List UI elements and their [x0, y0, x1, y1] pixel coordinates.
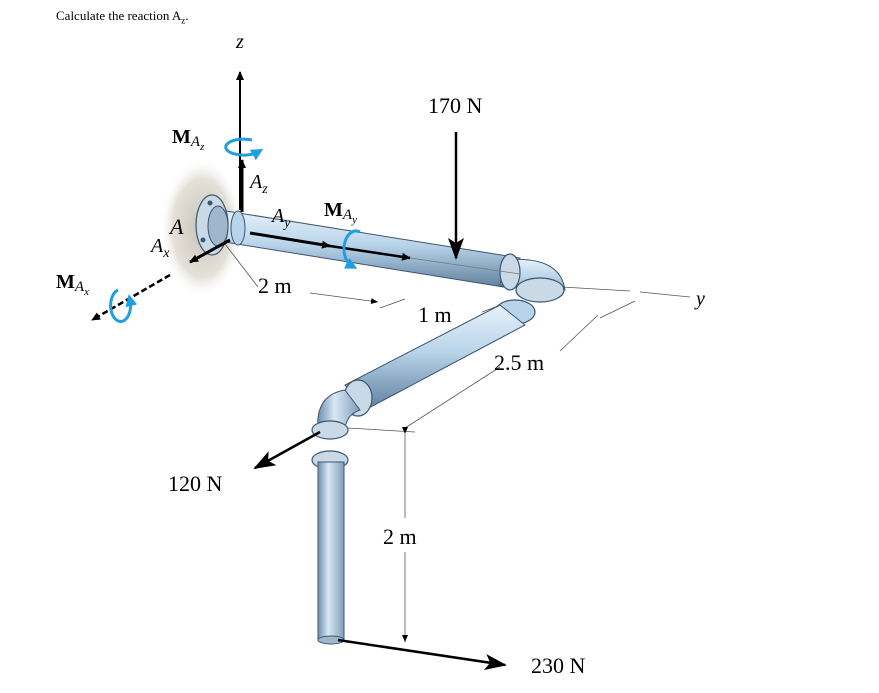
force-170n-label: 170 N — [428, 93, 483, 118]
dimension-2m-horizontal: 2 m — [258, 273, 292, 298]
moment-my-icon — [342, 229, 361, 269]
moment-mz-icon — [224, 137, 264, 161]
reaction-ay-arrow — [249, 231, 331, 249]
force-120n-label: 120 N — [168, 471, 223, 496]
moment-mx-icon — [109, 288, 138, 323]
force-230n-arrow — [337, 638, 507, 670]
reaction-az-label: Az — [248, 171, 268, 197]
point-a-label: A — [168, 214, 184, 239]
elbow-left — [311, 379, 373, 470]
question-main: Calculate the reaction A — [56, 8, 182, 23]
y-axis-label: y — [694, 288, 705, 310]
question-subscript: z — [181, 15, 186, 26]
force-120n-arrow — [253, 430, 321, 470]
pipe-vertical — [317, 461, 345, 645]
dimension-2m-vertical: 2 m — [383, 524, 417, 549]
moment-mz-label: MAz — [172, 126, 205, 153]
dimension-lines — [224, 243, 691, 642]
mx-axis-arrow — [91, 273, 171, 322]
flange-a — [195, 194, 246, 256]
moment-mx-label: MAx — [56, 271, 89, 298]
reaction-ay-label: Ay — [270, 205, 291, 231]
moment-my-label: MAy — [324, 199, 357, 226]
question-suffix: . — [185, 8, 189, 23]
reaction-ax-arrow — [189, 238, 231, 264]
dimension-1m: 1 m — [418, 302, 452, 327]
pipe-centerline-2 — [409, 257, 521, 275]
z-axis-label: z — [235, 31, 244, 53]
dimension-2-5m: 2.5 m — [494, 350, 544, 375]
reaction-ax-label: Ax — [149, 235, 170, 261]
question-text: Calculate the reaction Az. — [56, 8, 189, 26]
force-230n-label: 230 N — [531, 653, 586, 678]
